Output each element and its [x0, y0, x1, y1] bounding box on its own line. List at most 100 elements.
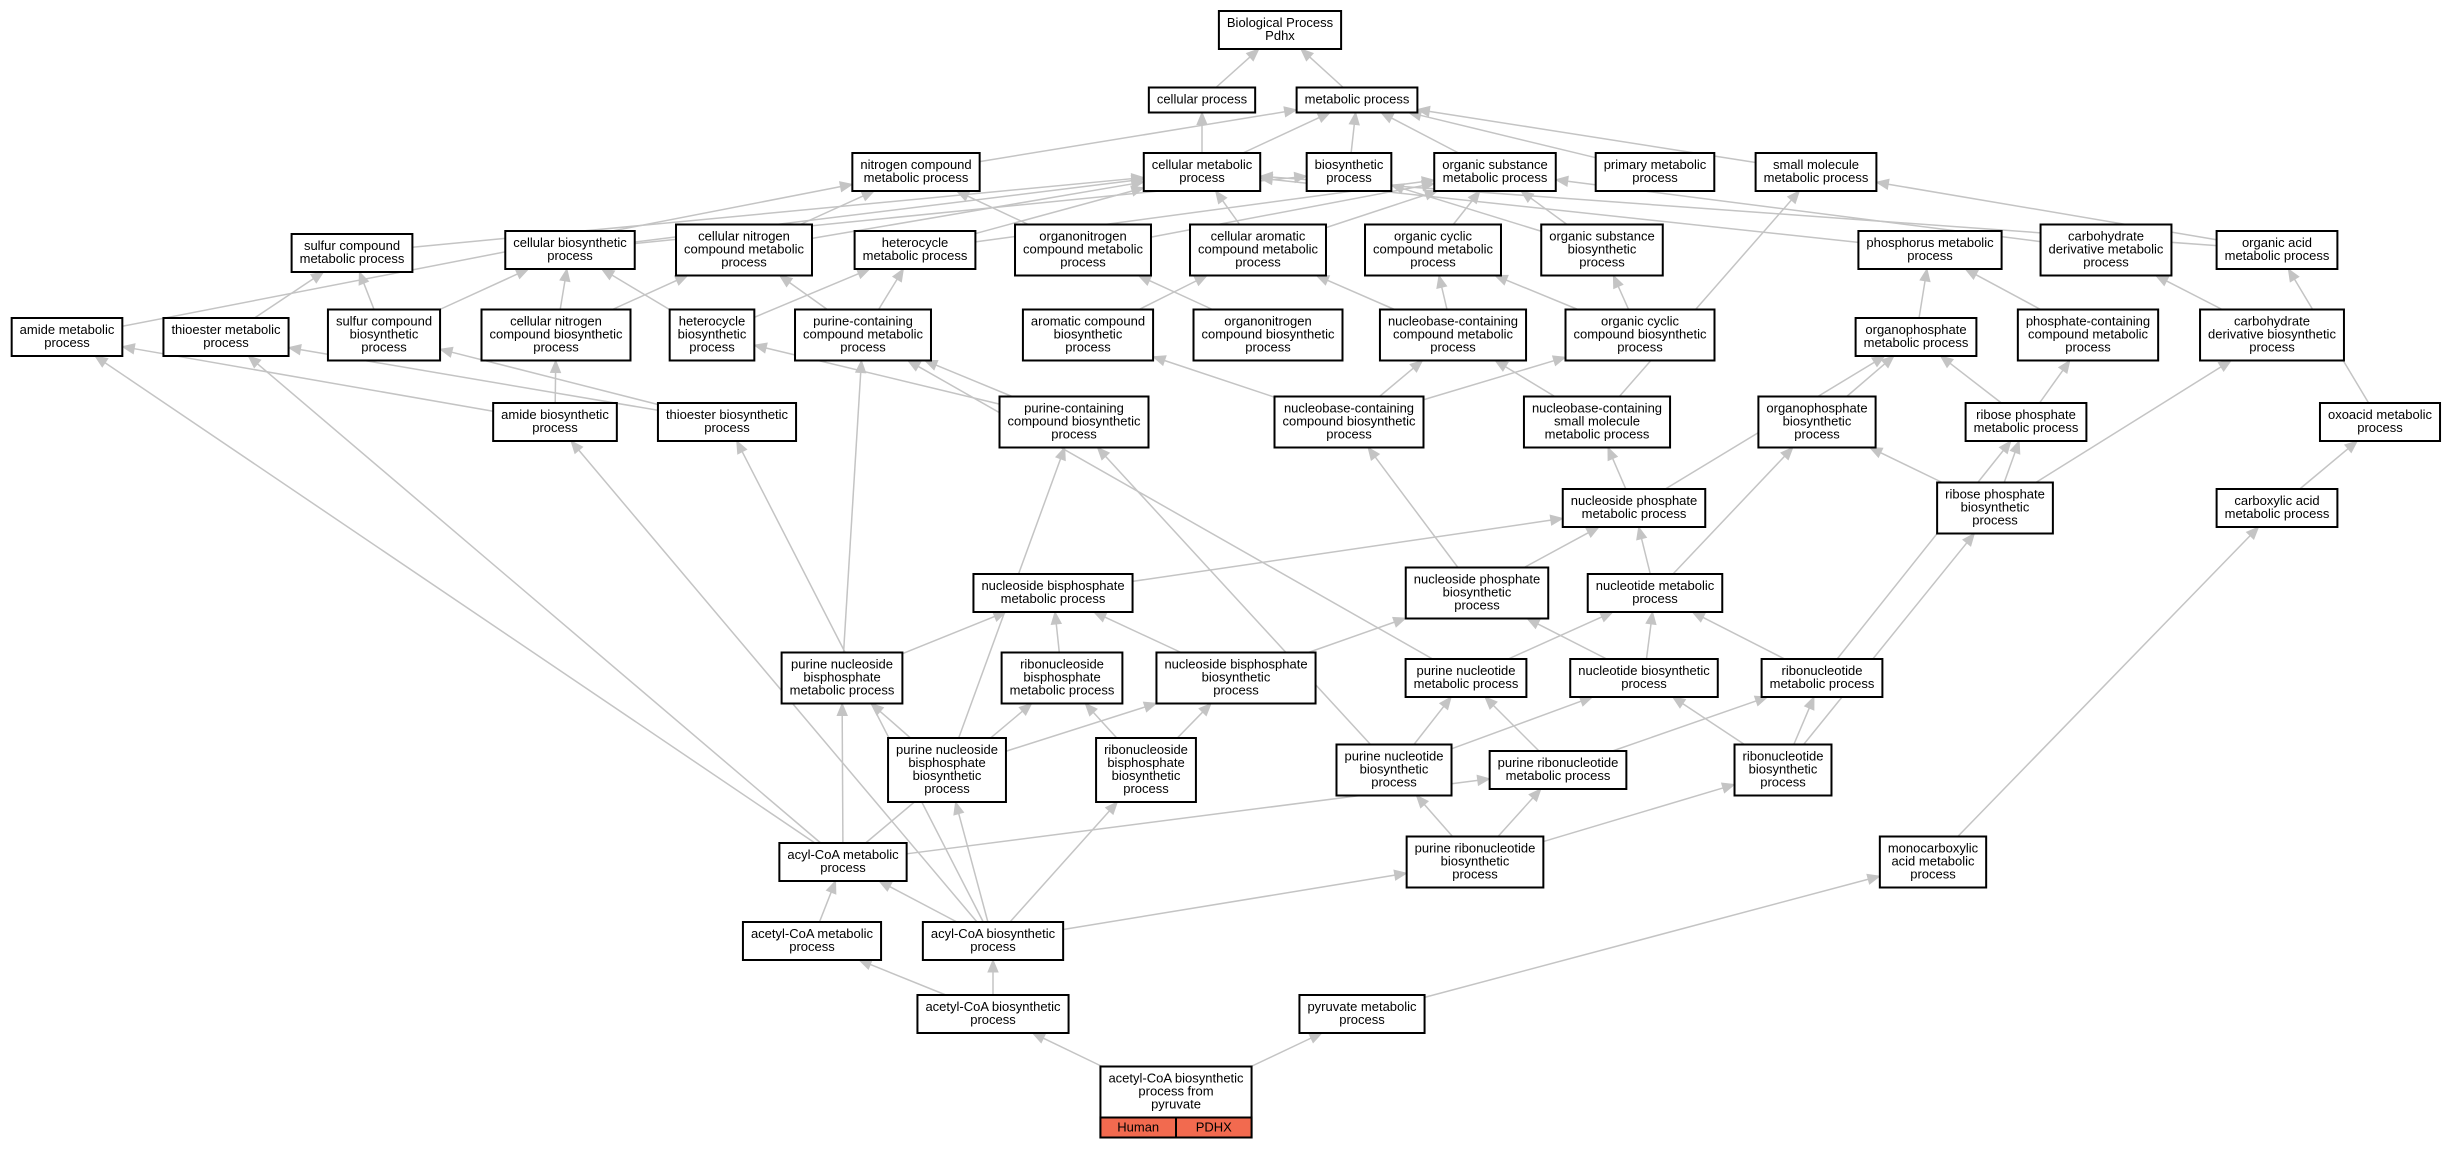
- edge-purine_ribonucleotide_bp-to-purine_ribonucleotide_mp: [1497, 788, 1542, 838]
- node-box: [1757, 395, 1877, 449]
- arrowhead-icon: [860, 190, 876, 202]
- edge-organonitrogen_cmp-to-nitrogen_compound_mp: [955, 190, 1029, 226]
- node-label-line: ribose phosphate: [1945, 487, 2045, 502]
- node-label-line: process: [1907, 248, 1953, 263]
- node-purine_nucleoside_bisph_bp[interactable]: purine nucleosidebisphosphatebiosyntheti…: [887, 737, 1007, 803]
- edge-acyl_coa_bp-to-purine_nucleoside_bisph_bp: [953, 800, 989, 923]
- node-metabolic_process[interactable]: metabolic process: [1295, 86, 1419, 114]
- node-label-line: process: [1910, 867, 1956, 882]
- edge-purine_containing_cmp-to-cellular_nitrogen_cmp: [778, 274, 828, 311]
- node-label-line: cellular metabolic: [1152, 157, 1253, 172]
- node-cellular_process[interactable]: cellular process: [1147, 86, 1257, 114]
- node-label-line: process: [704, 420, 750, 435]
- node-label-line: bisphosphate: [908, 755, 985, 770]
- node-label-line: metabolic process: [1443, 170, 1548, 185]
- arrowhead-icon: [1308, 1032, 1324, 1044]
- node-label-line: phosphate-containing: [2026, 314, 2150, 329]
- edge-nucleoside_phosphate_mp-to-nucleobase_small_mol_mp: [1607, 446, 1627, 490]
- arrowhead-icon: [923, 359, 939, 371]
- node-ribonucleoside_bisph_bp[interactable]: ribonucleosidebisphosphatebiosyntheticpr…: [1095, 737, 1197, 803]
- node-label-line: process: [1579, 255, 1625, 270]
- node-box: [1936, 481, 2054, 535]
- arrowhead-icon: [1193, 274, 1209, 287]
- node-label-line: biosynthetic: [913, 768, 982, 783]
- node-box: [504, 230, 636, 270]
- edge-target-to-pyruvate_mp: [1250, 1032, 1324, 1068]
- edges-layer: [94, 48, 2370, 1068]
- node-label-line: purine nucleoside: [896, 742, 998, 757]
- node-label-line: Pdhx: [1265, 28, 1295, 43]
- edge-cellular_nitrogen_cmp-to-nitrogen_compound_mp: [799, 190, 876, 226]
- edge-acyl_coa_mp-to-thioester_mp: [247, 355, 822, 844]
- node-label-line: pyruvate: [1151, 1097, 1201, 1112]
- edge-acetyl_coa_bp-to-acetyl_coa_mp: [857, 959, 947, 996]
- node-label-line: nucleoside phosphate: [1414, 572, 1541, 587]
- edge-nucleoside_bisphosphate_mp-to-nucleoside_phosphate_mp: [1132, 514, 1565, 583]
- node-label-line: compound biosynthetic: [1202, 327, 1335, 342]
- node-label-line: ribonucleoside: [1104, 742, 1188, 757]
- node-nucleoside_bisph_bp[interactable]: nucleoside bisphosphatebiosyntheticproce…: [1155, 651, 1317, 705]
